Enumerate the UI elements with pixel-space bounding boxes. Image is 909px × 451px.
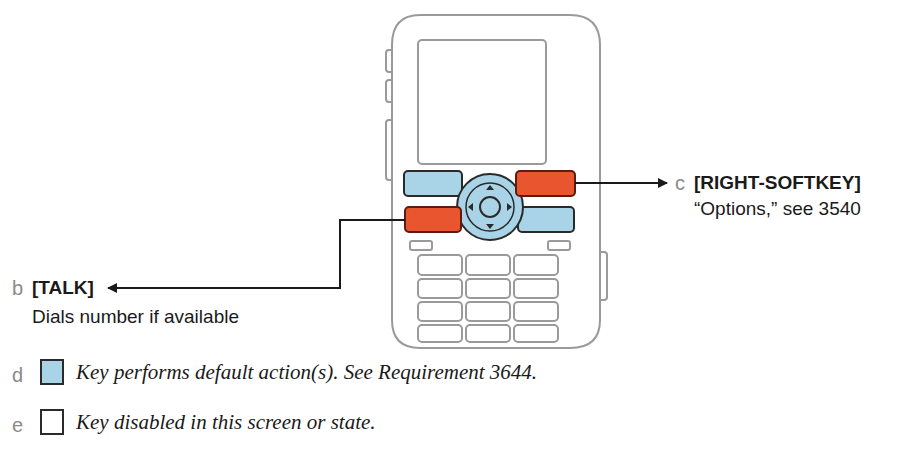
legend-swatch xyxy=(40,409,64,435)
callout-letter: c xyxy=(675,172,685,194)
key-description: “Options,” see 3540 xyxy=(694,198,861,220)
key-description: Dials number if available xyxy=(32,306,239,328)
key-name: [TALK] xyxy=(32,277,94,299)
leader-line xyxy=(575,182,667,184)
callout-letter: b xyxy=(12,277,23,299)
callout-letter: e xyxy=(12,414,23,436)
legend-swatch xyxy=(40,359,64,385)
legend-text: Key disabled in this screen or state. xyxy=(76,411,376,433)
legend-text: Key performs default action(s). See Requ… xyxy=(76,361,537,383)
leader-line xyxy=(108,220,405,288)
callout-letter: d xyxy=(12,364,23,386)
key-name: [RIGHT-SOFTKEY] xyxy=(694,172,861,194)
